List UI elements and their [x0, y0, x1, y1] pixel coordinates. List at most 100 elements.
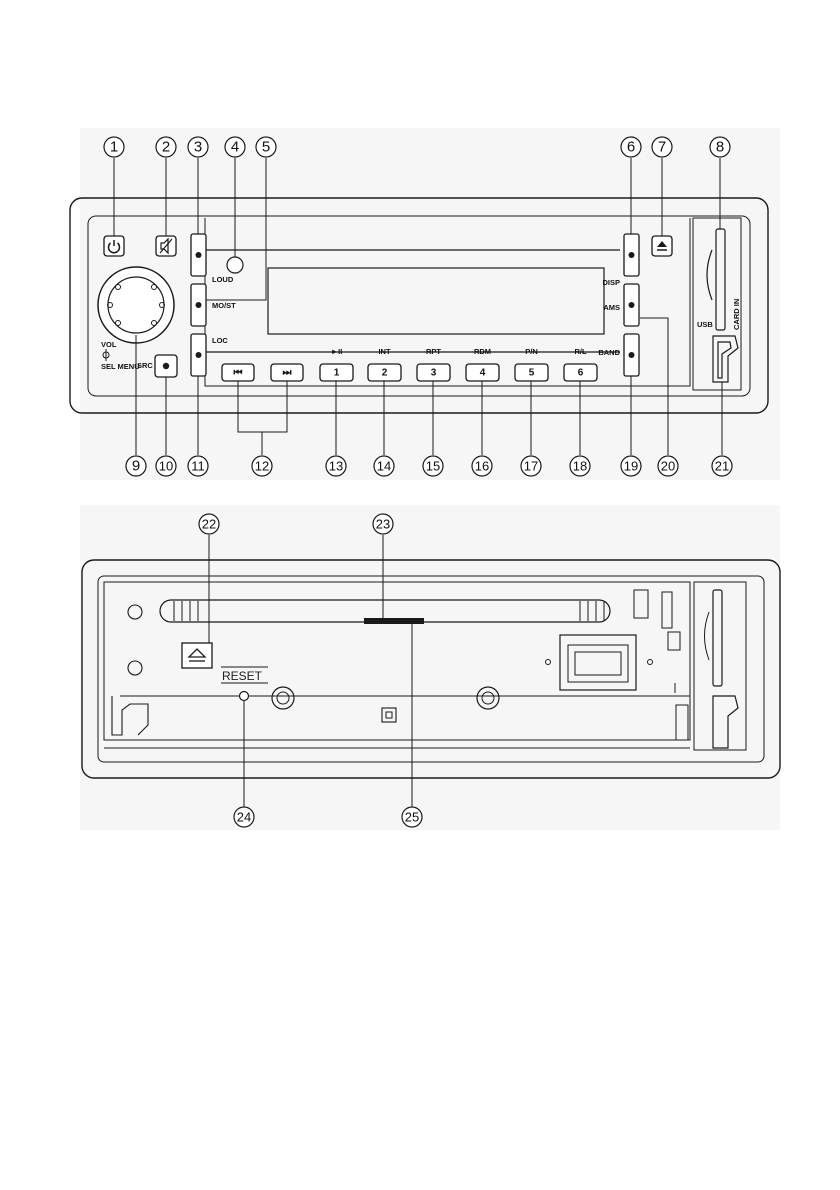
eject-icon — [657, 241, 667, 247]
volume-knob[interactable] — [97, 266, 175, 344]
preset-1-key[interactable]: 1 — [319, 363, 354, 382]
callout-6: 6 — [620, 136, 642, 158]
svg-text:17: 17 — [524, 459, 538, 474]
callout-1: 1 — [103, 136, 125, 158]
front-panel-inner-frame — [87, 215, 751, 397]
preset-6-key[interactable]: 6 — [563, 363, 598, 382]
callout-19: 19 — [620, 455, 642, 477]
callout-5: 5 — [255, 136, 277, 158]
disc-slot-opening — [364, 618, 424, 624]
usb-label: USB — [697, 320, 713, 329]
svg-text:6: 6 — [578, 368, 584, 379]
src-button[interactable] — [154, 354, 178, 378]
svg-text:8: 8 — [716, 139, 724, 156]
rear-panel-outer-frame — [81, 559, 781, 779]
callout-23: 23 — [372, 513, 394, 535]
svg-text:4: 4 — [231, 139, 239, 156]
ir-sensor — [226, 256, 244, 274]
svg-text:9: 9 — [132, 458, 140, 475]
power-icon — [107, 242, 121, 254]
chassis-face — [103, 581, 691, 741]
svg-text:1: 1 — [110, 139, 118, 156]
svg-text:3: 3 — [194, 139, 202, 156]
mute-button[interactable] — [155, 235, 177, 257]
svg-text:25: 25 — [405, 810, 419, 825]
face-connector — [559, 634, 637, 691]
preset-3-key[interactable]: 3 — [416, 363, 451, 382]
svg-text:16: 16 — [475, 459, 489, 474]
svg-text:11: 11 — [191, 459, 205, 474]
callout-15: 15 — [422, 455, 444, 477]
svg-text:7: 7 — [658, 139, 666, 156]
rear-eject-button[interactable] — [181, 642, 213, 669]
rpt-label: RPT — [426, 347, 441, 356]
preset-4-key[interactable]: 4 — [465, 363, 500, 382]
card-in-label: CARD IN — [732, 299, 741, 330]
preset-5-key[interactable]: 5 — [514, 363, 549, 382]
preset-2-key[interactable]: 2 — [367, 363, 402, 382]
disp-key[interactable] — [623, 233, 640, 277]
callout-25: 25 — [401, 806, 423, 828]
svg-text:1: 1 — [334, 368, 340, 379]
rear-slot-bay — [693, 581, 747, 751]
rdm-label: RDM — [474, 347, 491, 356]
power-button[interactable] — [103, 235, 125, 257]
callout-13: 13 — [325, 455, 347, 477]
svg-text:23: 23 — [376, 517, 390, 532]
knob-direction-icon — [102, 349, 110, 361]
svg-text:10: 10 — [159, 459, 173, 474]
svg-text:5: 5 — [529, 368, 535, 379]
reset-button[interactable] — [238, 690, 250, 702]
left-bracket — [111, 696, 149, 736]
svg-text:14: 14 — [377, 459, 391, 474]
eject-icon — [187, 648, 207, 658]
callout-4: 4 — [224, 136, 246, 158]
callout-20: 20 — [657, 455, 679, 477]
mo-st-label: MO/ST — [212, 301, 236, 310]
svg-text:12: 12 — [255, 459, 269, 474]
svg-text:15: 15 — [426, 459, 440, 474]
disp-label: DISP — [602, 278, 620, 287]
rear-panel-inner-frame — [97, 575, 765, 763]
svg-text:24: 24 — [237, 810, 251, 825]
callout-24: 24 — [233, 806, 255, 828]
svg-text:6: 6 — [627, 139, 635, 156]
ams-key[interactable] — [623, 283, 640, 327]
callout-22: 22 — [198, 513, 220, 535]
loc-key[interactable] — [190, 333, 207, 377]
front-panel-background — [80, 128, 780, 480]
callout-21: 21 — [711, 455, 733, 477]
front-panel — [69, 197, 769, 414]
eject-button[interactable] — [651, 235, 673, 257]
rear-card-slot — [712, 589, 723, 687]
loud-key[interactable] — [190, 233, 207, 277]
svg-text:19: 19 — [624, 459, 638, 474]
svg-text:2: 2 — [162, 139, 170, 156]
mo-st-key[interactable] — [190, 283, 207, 327]
loud-label: LOUD — [212, 275, 234, 284]
callout-7: 7 — [651, 136, 673, 158]
callout-3: 3 — [187, 136, 209, 158]
front-leader-lines — [113, 158, 723, 455]
callout-18: 18 — [569, 455, 591, 477]
band-label: BAND — [598, 348, 620, 357]
lcd-display — [267, 267, 605, 335]
callout-12: 12 — [251, 455, 273, 477]
usb-port[interactable] — [712, 335, 739, 383]
callout-8: 8 — [709, 136, 731, 158]
svg-text:13: 13 — [329, 459, 343, 474]
ams-label: AMS — [603, 303, 620, 312]
svg-text:4: 4 — [480, 368, 486, 379]
svg-text:22: 22 — [202, 517, 216, 532]
sel-menu-label: SEL MENU — [101, 362, 140, 371]
p-n-label: P/N — [525, 347, 538, 356]
band-key[interactable] — [623, 333, 640, 377]
r-l-label: R/L — [574, 347, 587, 356]
play-pause-label: ►II — [331, 347, 343, 356]
callout-17: 17 — [520, 455, 542, 477]
seek-forward-key[interactable]: ⏭ — [270, 363, 304, 382]
callout-9: 9 — [125, 455, 147, 477]
seek-back-key[interactable]: ⏮ — [221, 363, 255, 382]
svg-text:3: 3 — [431, 368, 437, 379]
